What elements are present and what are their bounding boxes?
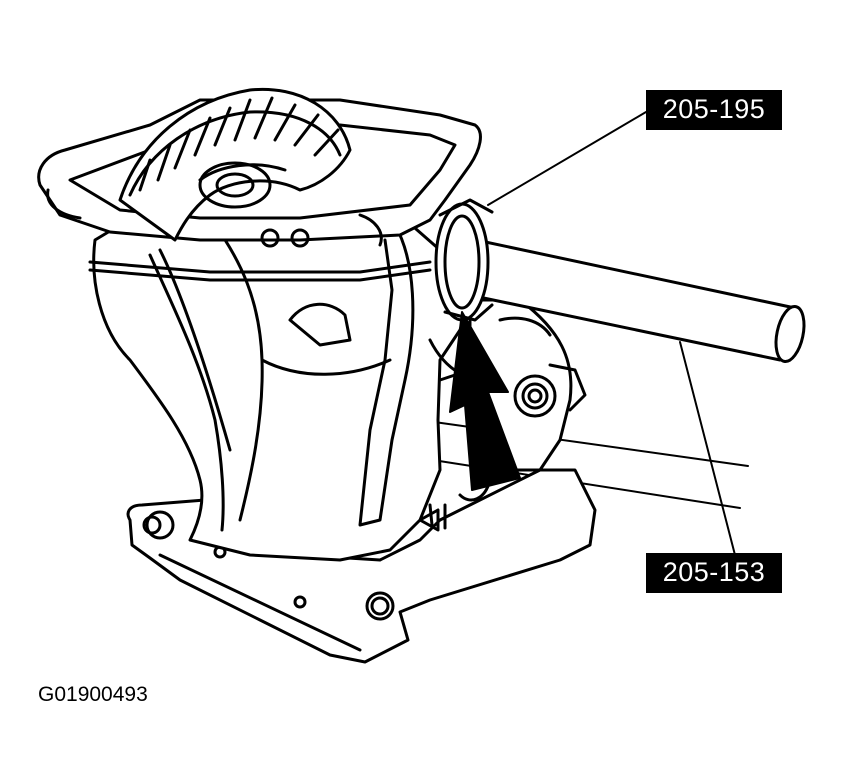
ring-gear [118,87,352,242]
callout-205-153: 205-153 [646,553,782,593]
callout-205-195: 205-195 [646,90,782,130]
figure-id: G01900493 [38,683,148,706]
leader-lines [487,111,736,556]
force-arrow-icon [449,311,521,491]
bearing-cup-tool [434,198,494,322]
